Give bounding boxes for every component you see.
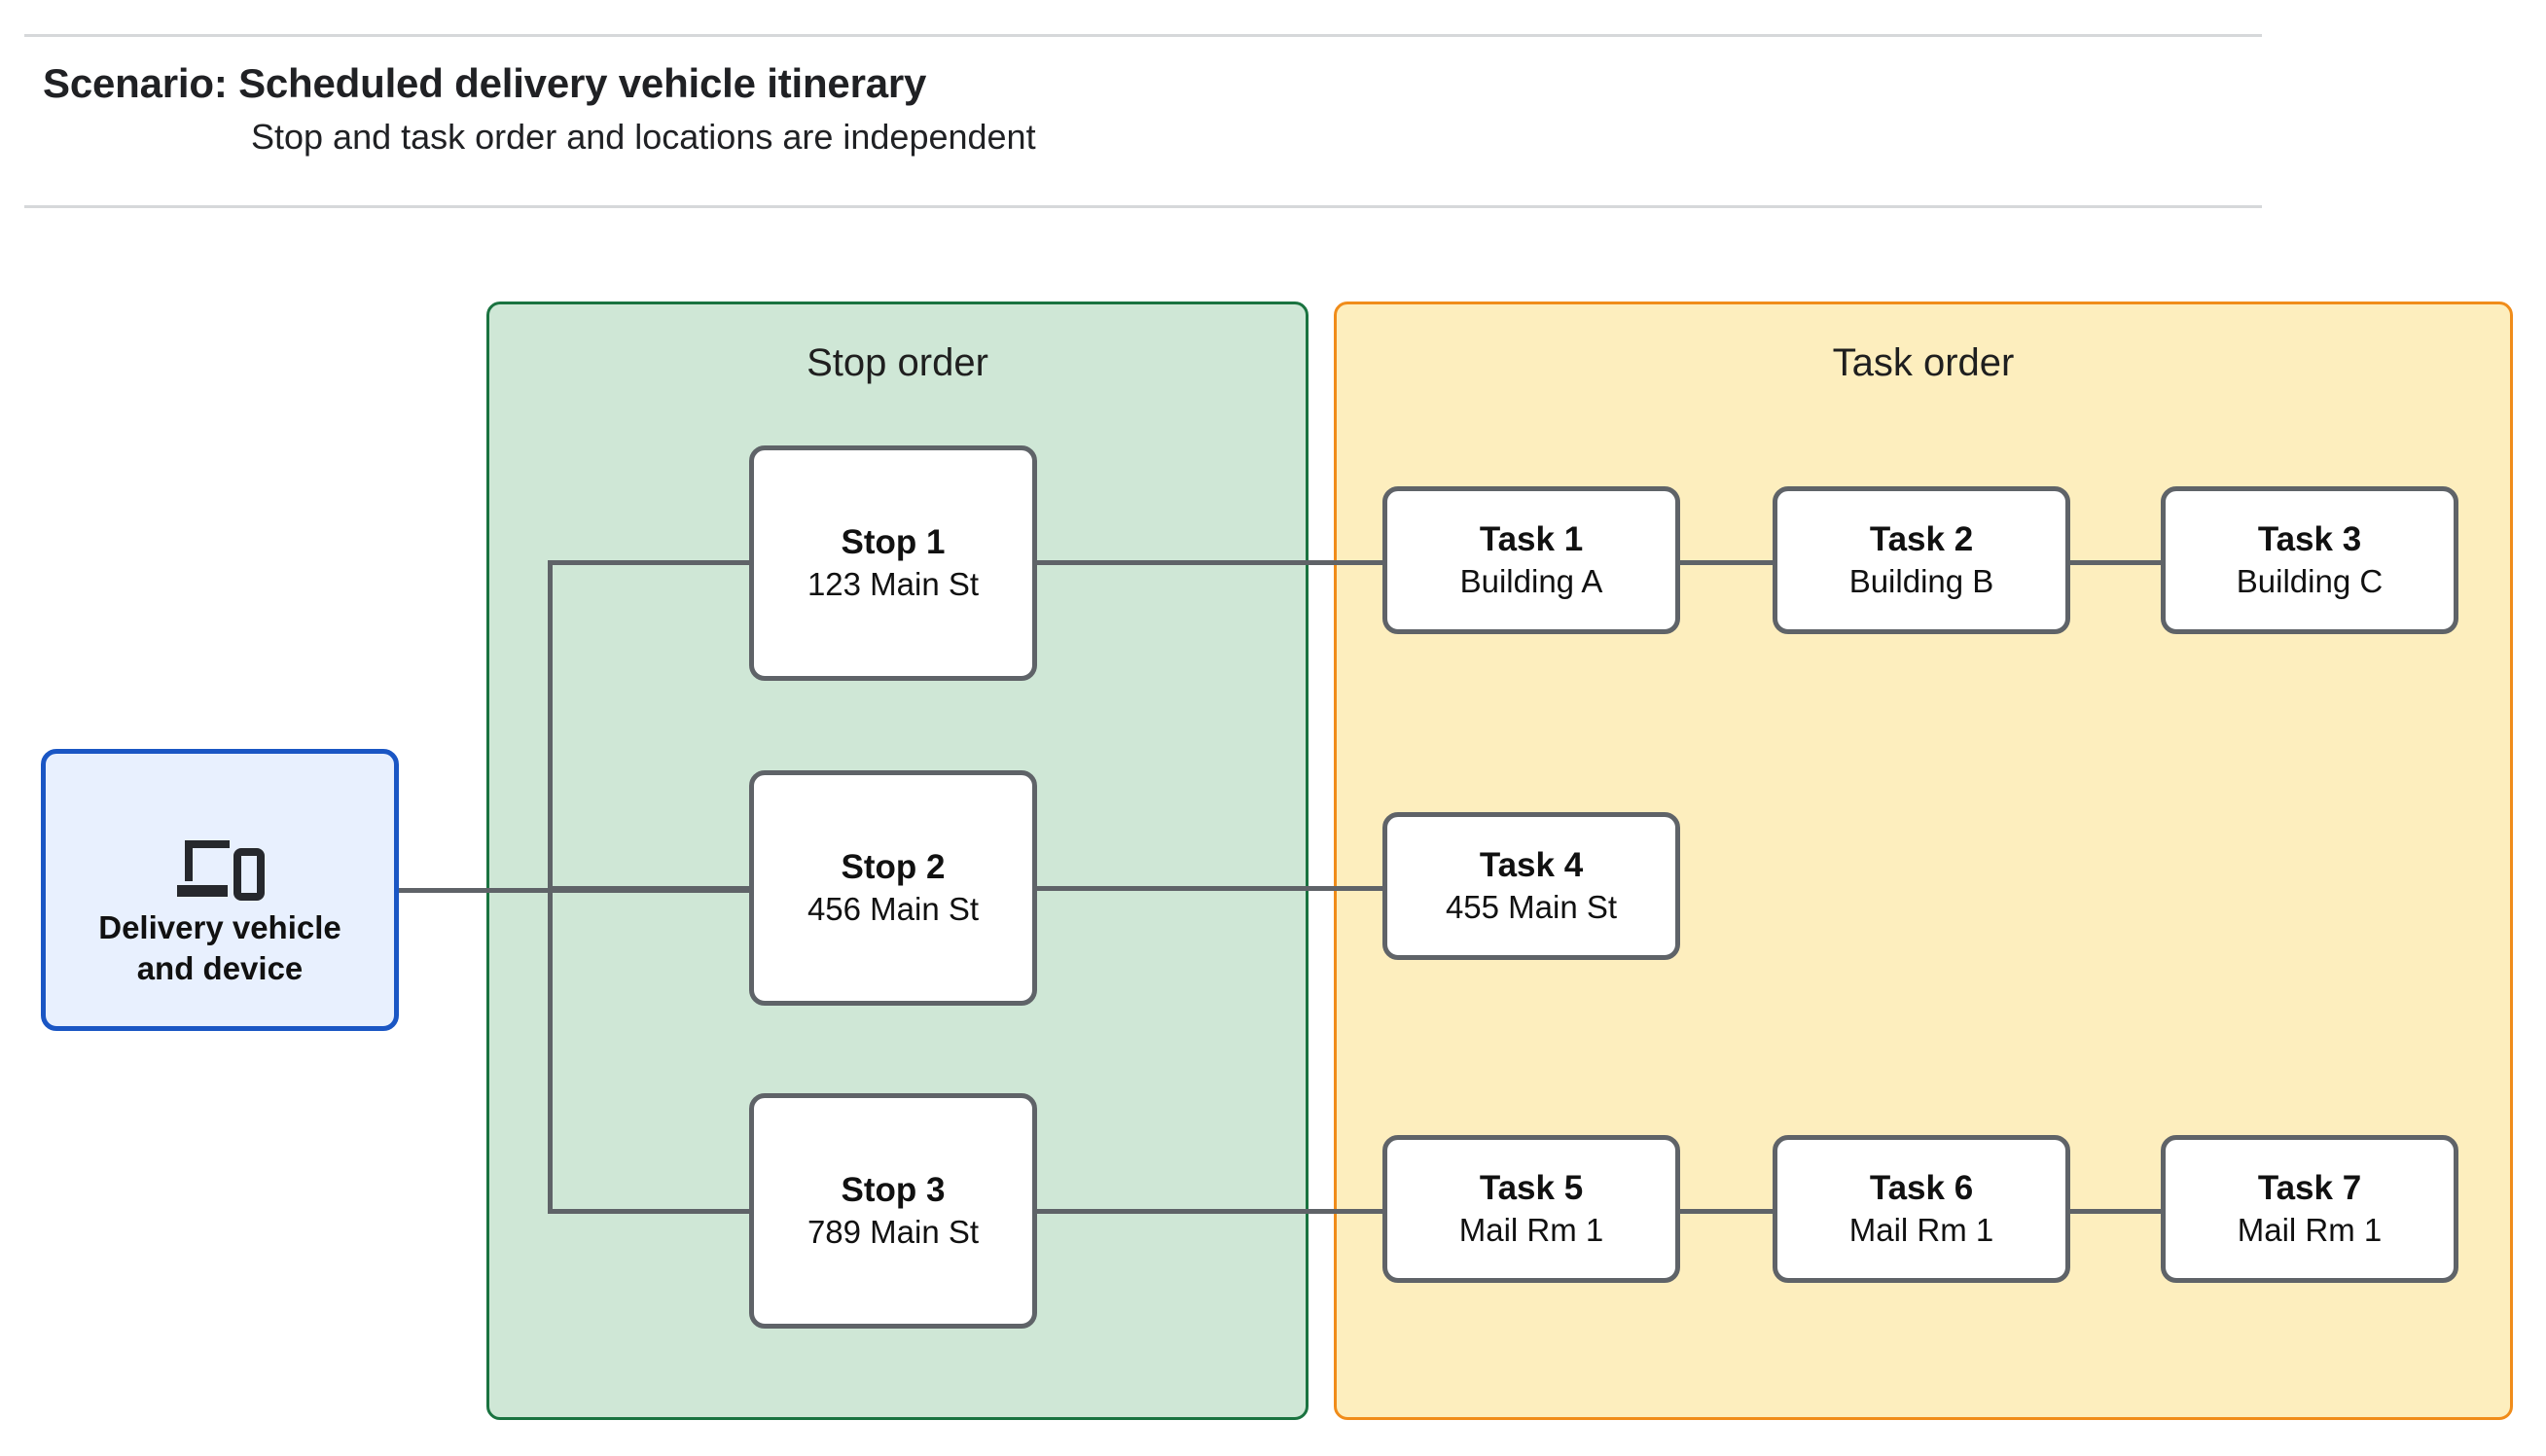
- connector-trunk-to-stop-3: [548, 1209, 754, 1214]
- task-node-7-location: Mail Rm 1: [2237, 1212, 2383, 1249]
- task-node-5-title: Task 5: [1479, 1168, 1584, 1207]
- connector-task-6-to-task-7: [2057, 1209, 2164, 1214]
- task-node-4-title: Task 4: [1479, 845, 1584, 884]
- task-node-2-location: Building B: [1848, 563, 1994, 600]
- task-order-panel-title: Task order: [1832, 341, 2015, 384]
- devices-icon: [175, 835, 265, 905]
- stop-node-3[interactable]: Stop 3 789 Main St: [749, 1093, 1037, 1329]
- connector-trunk-to-stop-2: [548, 886, 754, 891]
- connector-task-2-to-task-3: [2057, 560, 2164, 565]
- task-node-1[interactable]: Task 1 Building A: [1382, 486, 1680, 634]
- task-node-6-location: Mail Rm 1: [1848, 1212, 1994, 1249]
- task-node-2-title: Task 2: [1869, 519, 1974, 558]
- task-node-4[interactable]: Task 4 455 Main St: [1382, 812, 1680, 960]
- task-node-5[interactable]: Task 5 Mail Rm 1: [1382, 1135, 1680, 1283]
- stop-node-2[interactable]: Stop 2 456 Main St: [749, 770, 1037, 1006]
- task-node-6[interactable]: Task 6 Mail Rm 1: [1773, 1135, 2070, 1283]
- stop-node-1-title: Stop 1: [841, 522, 946, 561]
- connector-task-1-to-task-2: [1671, 560, 1778, 565]
- task-node-1-title: Task 1: [1479, 519, 1584, 558]
- device-label-line-2: and device: [136, 949, 304, 986]
- connector-trunk-to-stop-1: [548, 560, 754, 565]
- device-label-line-1: Delivery vehicle: [98, 908, 341, 945]
- stop-node-2-title: Stop 2: [841, 847, 946, 886]
- task-node-5-location: Mail Rm 1: [1458, 1212, 1604, 1249]
- stop-node-2-address: 456 Main St: [807, 891, 980, 928]
- header-divider-top: [24, 34, 2262, 37]
- delivery-vehicle-label: Delivery vehicle and device: [46, 907, 394, 989]
- delivery-vehicle-and-device-node[interactable]: Delivery vehicle and device: [41, 749, 399, 1031]
- task-node-1-location: Building A: [1459, 563, 1603, 600]
- task-node-3-location: Building C: [2236, 563, 2384, 600]
- task-node-2[interactable]: Task 2 Building B: [1773, 486, 2070, 634]
- task-node-3[interactable]: Task 3 Building C: [2161, 486, 2458, 634]
- task-node-4-location: 455 Main St: [1445, 889, 1618, 926]
- stop-node-3-address: 789 Main St: [807, 1214, 980, 1251]
- connector-stop-3-to-task-5: [1034, 1209, 1384, 1214]
- stop-order-panel-title: Stop order: [807, 341, 988, 384]
- stop-node-3-title: Stop 3: [841, 1170, 946, 1209]
- connector-task-5-to-task-6: [1671, 1209, 1778, 1214]
- connector-stop-2-to-task-4: [1034, 886, 1384, 891]
- page-subtitle: Stop and task order and locations are in…: [251, 117, 1036, 157]
- task-node-7-title: Task 7: [2257, 1168, 2362, 1207]
- task-node-6-title: Task 6: [1869, 1168, 1974, 1207]
- task-node-3-title: Task 3: [2257, 519, 2362, 558]
- task-node-7[interactable]: Task 7 Mail Rm 1: [2161, 1135, 2458, 1283]
- page-title: Scenario: Scheduled delivery vehicle iti…: [43, 60, 927, 106]
- header-divider-bottom: [24, 205, 2262, 208]
- stop-node-1-address: 123 Main St: [807, 566, 980, 603]
- connector-stop-1-to-task-1: [1034, 560, 1384, 565]
- stop-node-1[interactable]: Stop 1 123 Main St: [749, 445, 1037, 681]
